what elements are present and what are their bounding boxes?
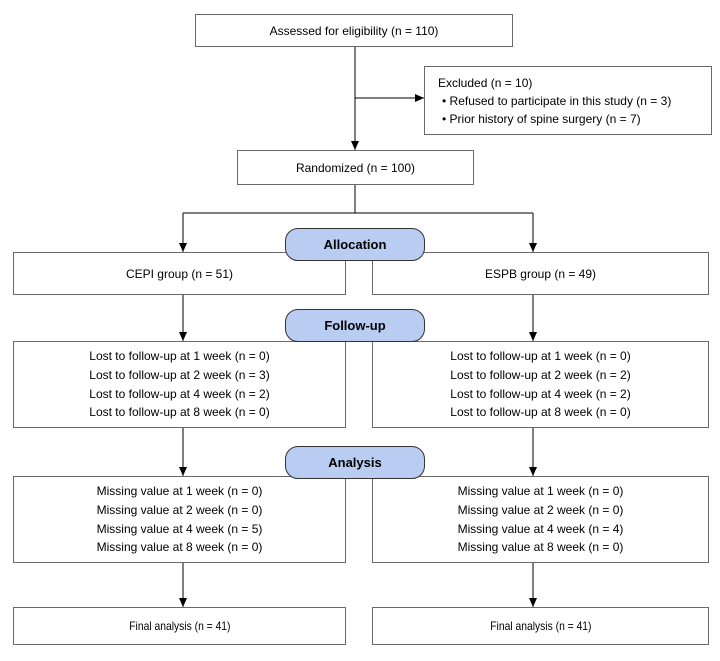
- cepi-followup-line: Lost to follow-up at 2 week (n = 3): [89, 367, 270, 382]
- cepi-final-label: Final analysis (n = 41): [128, 619, 231, 633]
- espb-final-box: Final analysis (n = 41): [372, 607, 709, 645]
- espb-group-label: ESPB group (n = 49): [484, 266, 597, 281]
- cepi-followup-line: Lost to follow-up at 1 week (n = 0): [89, 348, 270, 363]
- cepi-group-label: CEPI group (n = 51): [125, 266, 234, 281]
- espb-followup-line: Lost to follow-up at 8 week (n = 0): [450, 405, 631, 420]
- espb-analysis-line: Missing value at 2 week (n = 0): [457, 502, 624, 517]
- espb-group-box: ESPB group (n = 49): [372, 252, 709, 295]
- espb-final-label: Final analysis (n = 41): [489, 619, 592, 633]
- espb-followup-line: Lost to follow-up at 4 week (n = 2): [450, 386, 631, 401]
- randomized-box: Randomized (n = 100): [237, 150, 474, 185]
- allocation-label: Allocation: [323, 237, 387, 252]
- cepi-final-box: Final analysis (n = 41): [13, 607, 346, 645]
- cepi-analysis-line: Missing value at 4 week (n = 5): [96, 521, 263, 536]
- analysis-label: Analysis: [328, 455, 382, 470]
- stage-pill-allocation: Allocation: [285, 228, 425, 261]
- cepi-followup-box: Lost to follow-up at 1 week (n = 0) Lost…: [13, 341, 346, 428]
- espb-followup-line: Lost to follow-up at 2 week (n = 2): [450, 367, 631, 382]
- espb-followup-line: Lost to follow-up at 1 week (n = 0): [450, 348, 631, 363]
- cepi-analysis-line: Missing value at 1 week (n = 0): [96, 483, 263, 498]
- cepi-followup-line: Lost to follow-up at 4 week (n = 2): [89, 386, 270, 401]
- espb-followup-box: Lost to follow-up at 1 week (n = 0) Lost…: [372, 341, 709, 428]
- cepi-followup-line: Lost to follow-up at 8 week (n = 0): [89, 405, 270, 420]
- eligibility-box: Assessed for eligibility (n = 110): [195, 14, 513, 47]
- cepi-group-box: CEPI group (n = 51): [13, 252, 346, 295]
- randomized-label: Randomized (n = 100): [295, 160, 416, 175]
- excluded-reason: • Prior history of spine surgery (n = 7): [442, 111, 641, 126]
- cepi-analysis-line: Missing value at 2 week (n = 0): [96, 502, 263, 517]
- followup-label: Follow-up: [324, 318, 386, 333]
- espb-analysis-line: Missing value at 4 week (n = 4): [457, 521, 624, 536]
- stage-pill-analysis: Analysis: [285, 446, 425, 479]
- cepi-analysis-box: Missing value at 1 week (n = 0) Missing …: [13, 476, 346, 563]
- excluded-reason: • Refused to participate in this study (…: [442, 93, 672, 108]
- espb-analysis-box: Missing value at 1 week (n = 0) Missing …: [372, 476, 709, 563]
- cepi-analysis-line: Missing value at 8 week (n = 0): [96, 540, 263, 555]
- stage-pill-followup: Follow-up: [285, 309, 425, 342]
- espb-analysis-line: Missing value at 8 week (n = 0): [457, 540, 624, 555]
- excluded-box: Excluded (n = 10) • Refused to participa…: [424, 66, 712, 135]
- excluded-title: Excluded (n = 10): [438, 75, 533, 90]
- eligibility-label: Assessed for eligibility (n = 110): [269, 23, 439, 38]
- espb-analysis-line: Missing value at 1 week (n = 0): [457, 483, 624, 498]
